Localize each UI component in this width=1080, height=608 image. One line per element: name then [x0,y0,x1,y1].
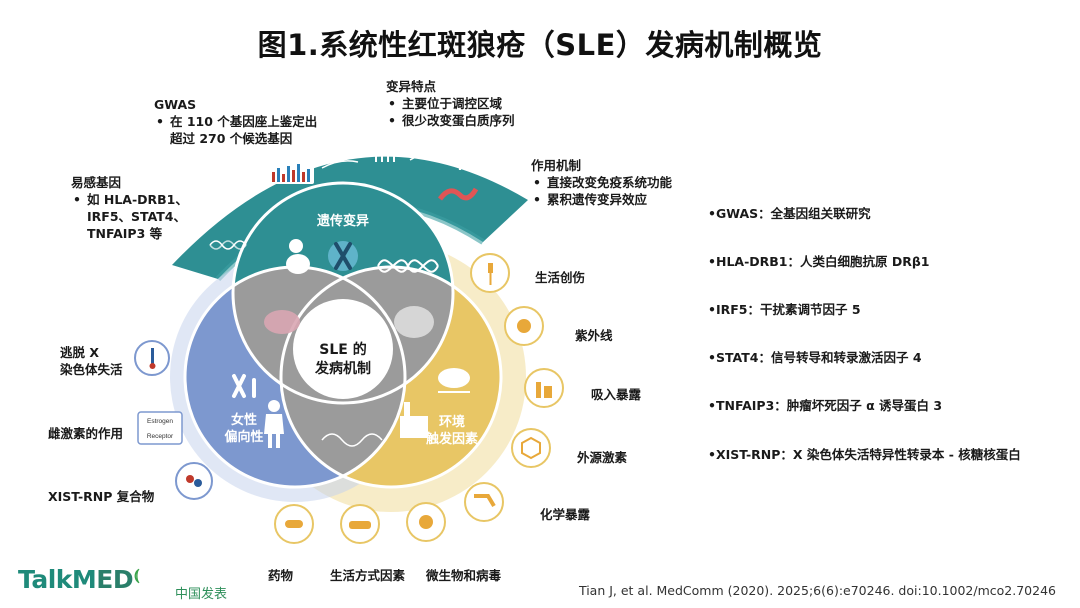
logo-main: TalkM [18,565,97,594]
sequencing-icon [375,140,395,162]
baby-icon [286,239,310,274]
talkmed-logo[interactable]: TalkMED⦅ [18,565,139,594]
tissue-icon [437,187,479,201]
susceptibility-line-3: TNFAIP3 等 [87,226,163,241]
variant-bullet-2: 很少改变蛋白质序列 [386,112,515,129]
female-icon [264,400,284,448]
wave-icon [321,433,383,447]
genetic-arc-band [172,156,528,279]
thermometer-icon [134,340,170,376]
env-item-1: 生活创伤 [535,270,586,285]
mechanism-bullet-2: 累积遗传变异效应 [531,191,672,208]
citation[interactable]: Tian J, et al. MedComm (2020). 2025;6(6)… [578,583,1056,598]
cell-icon [264,310,300,334]
center-label: SLE 的 发病机制 [293,341,393,379]
gwas-line-1: 在 110 个基因座上鉴定出 [154,113,317,130]
abbr-stat4: •STAT4：信号转导和转录激活因子 4 [708,350,922,365]
antibody-icon [453,149,467,170]
female-label: 女性 偏向性 [216,412,272,446]
center-line-1: SLE 的 [319,342,367,358]
center-circle [293,299,393,399]
env-item-5: 化学暴露 [540,507,591,522]
mechanism-bullet-1: 直接改变免疫系统功能 [531,174,672,191]
female-item-3: XIST-RNP 复合物 [48,489,155,504]
abbr-xist: •XIST-RNP：X 染色体失活特异性转录本 - 核糖核蛋白 [708,447,1021,462]
mechanism-heading: 作用机制 [531,158,582,173]
signal-icon: ⦅ [134,565,139,584]
mechanism-block: 作用机制 直接改变免疫系统功能 累积遗传变异效应 [531,157,672,208]
variant-bullet-1: 主要位于调控区域 [386,95,515,112]
pipe-icon [464,482,504,522]
env-item-7: 生活方式因素 [330,568,406,583]
chromosome-pair-icon [232,374,256,398]
estrogen-card: Estrogen Receptor [137,411,183,445]
gwas-block: GWAS 在 110 个基因座上鉴定出 超过 270 个候选基因 [154,96,317,147]
env-item-4: 外源激素 [577,450,628,465]
female-item-1-line-2: 染色体失活 [60,362,123,377]
env-item-6: 药物 [268,568,294,583]
female-label-line-2: 偏向性 [224,430,264,445]
chimney-icon [524,368,564,408]
female-item-1: 逃脱 X 染色体失活 [60,344,123,378]
pill-icon [274,504,314,544]
sun-icon [504,306,544,346]
susceptibility-heading: 易感基因 [71,175,122,190]
environment-label: 环境 触发因素 [418,414,486,448]
car-icon [340,504,380,544]
dna-helix-icon [377,259,439,273]
xist-rnp-icon [175,462,213,500]
abbr-tnfaip3: •TNFAIP3：肿瘤坏死因子 α 诱导蛋白 3 [708,398,943,413]
female-item-2: 雌激素的作用 [48,426,124,441]
chromosome-icon [328,241,358,271]
center-line-2: 发病机制 [315,361,371,377]
gwas-line-2: 超过 270 个候选基因 [170,131,293,146]
iv-drip-icon [470,253,510,293]
variant-block: 变异特点 主要位于调控区域 很少改变蛋白质序列 [386,78,515,129]
logo-end: ED [96,565,134,594]
variant-heading: 变异特点 [386,79,437,94]
env-item-3: 吸入暴露 [591,387,642,402]
flow-arrow [321,160,359,169]
gwas-heading: GWAS [154,97,197,112]
environment-label-line-1: 环境 [438,415,465,430]
publish-label: 中国发表 [175,587,228,602]
page-title: 图1.系统性红斑狼疮（SLE）发病机制概览 [257,28,823,62]
bar-graph-icon [268,160,314,184]
env-item-8: 微生物和病毒 [426,568,502,583]
virus-icon [406,502,446,542]
female-label-line-1: 女性 [230,413,257,428]
abbr-irf5: •IRF5：干扰素调节因子 5 [708,302,861,317]
susceptibility-block: 易感基因 如 HLA-DRB1、 IRF5、STAT4、 TNFAIP3 等 [71,174,188,242]
estrogen-label: Estrogen [147,418,173,425]
factory-icon [400,402,428,438]
env-item-2: 紫外线 [575,328,613,343]
dna-icon [209,240,247,250]
molecule-icon [511,428,551,468]
abbr-hla: •HLA-DRB1：人类白细胞抗原 DRβ1 [708,254,930,269]
receptor-label: Receptor [147,433,174,440]
abbr-gwas: •GWAS：全基因组关联研究 [708,206,871,221]
nebula-icon [394,306,434,338]
susceptibility-list: 如 HLA-DRB1、 IRF5、STAT4、 TNFAIP3 等 [71,191,188,242]
environment-label-line-2: 触发因素 [425,432,478,447]
susceptibility-line-1: 如 HLA-DRB1、 [71,191,188,208]
cloud-wind-icon [438,368,470,393]
female-item-1-line-1: 逃脱 X [60,345,99,360]
genetic-label: 遗传变异 [316,214,369,229]
susceptibility-line-2: IRF5、STAT4、 [87,209,186,224]
